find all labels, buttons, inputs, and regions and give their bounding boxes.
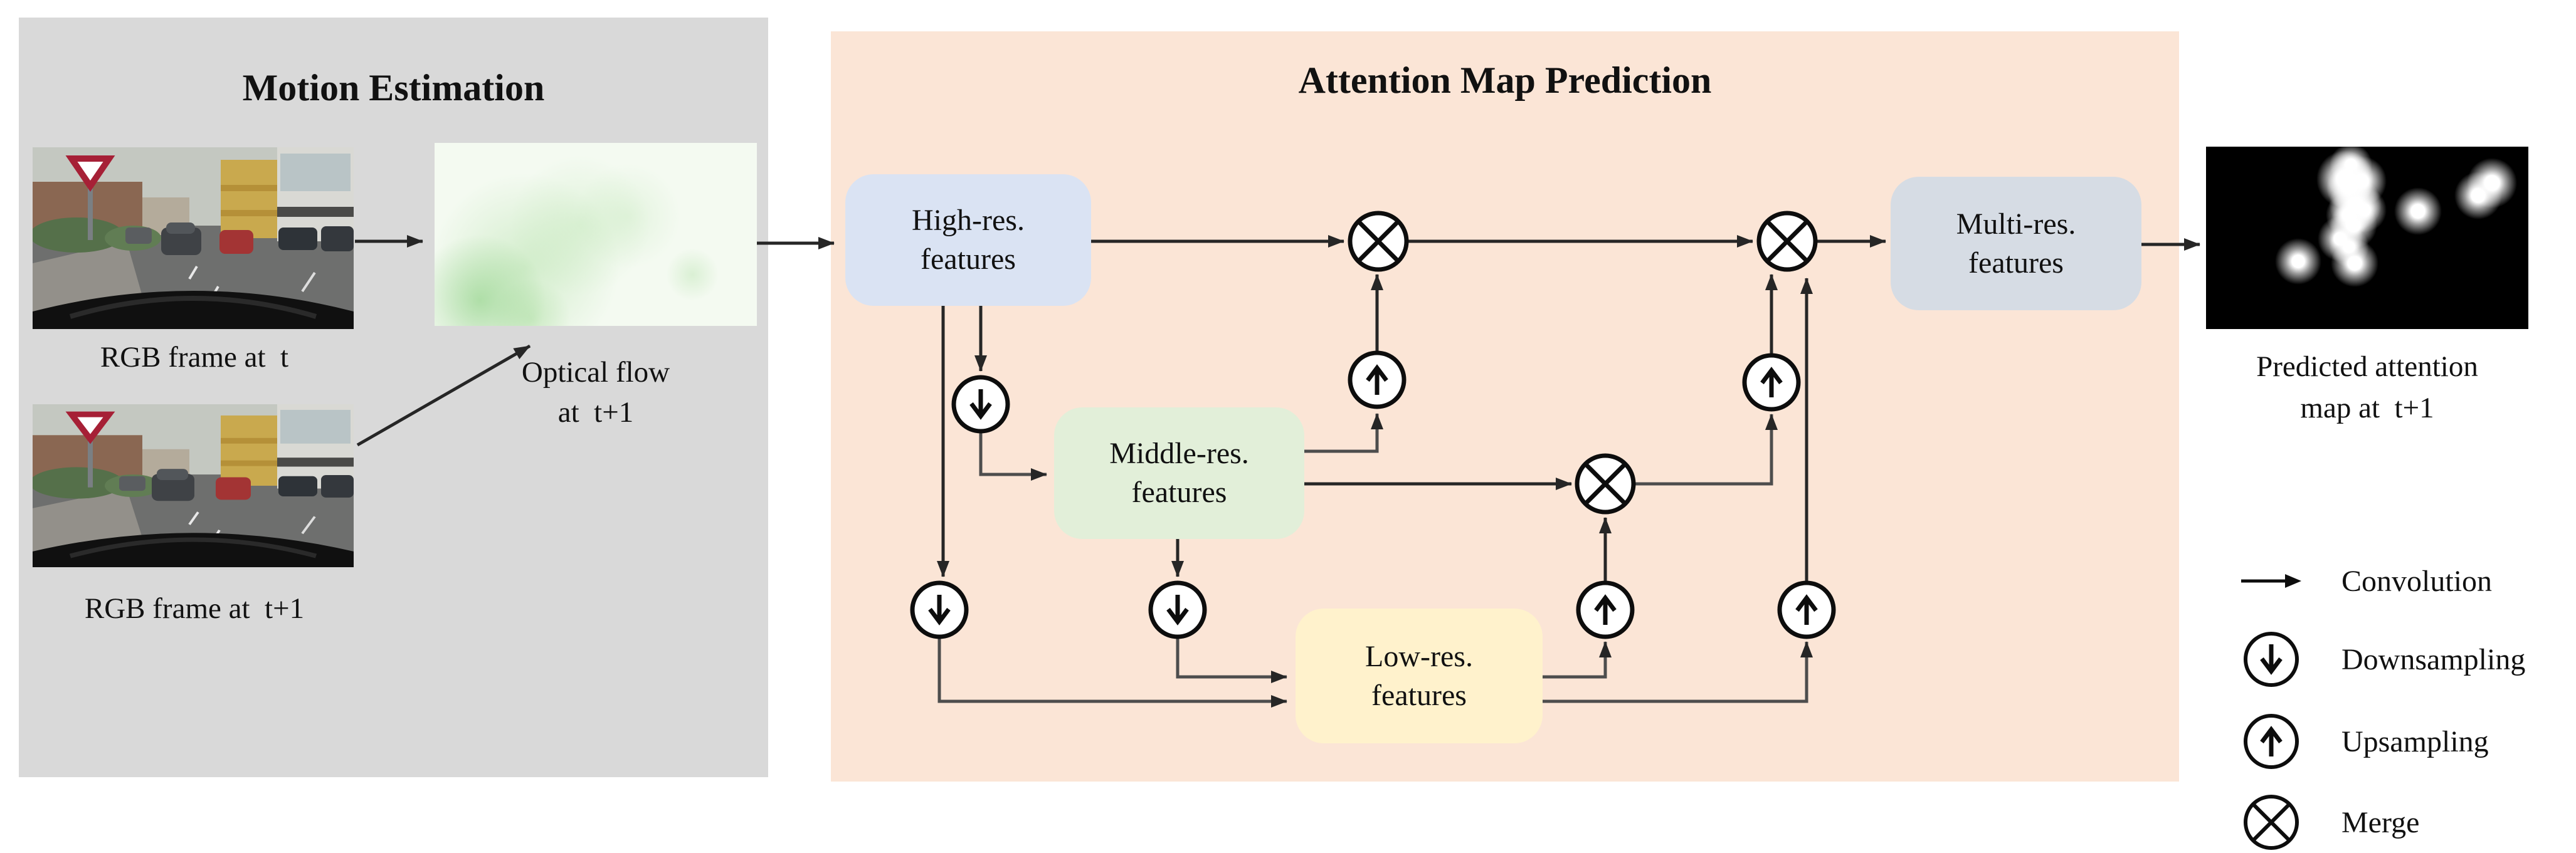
downsampling-node-1: [951, 375, 1010, 434]
optical-flow-caption: Optical flow at t+1: [521, 356, 670, 429]
legend-label-upsampling: Upsampling: [2341, 725, 2489, 758]
upsampling-icon: [2244, 714, 2299, 769]
legend-row-merge: Merge: [2240, 788, 2419, 853]
predicted-attention-map-caption: Predicted attention map at t+1: [2256, 350, 2478, 424]
rgb-frame-t-image: [33, 147, 354, 329]
multi-res-features-box: Multi-res. features: [1891, 177, 2141, 310]
edge-middle-res-to-up1: [1304, 413, 1383, 453]
low-res-features-box: Low-res. features: [1296, 609, 1543, 743]
legend-row-downsampling: Downsampling: [2240, 625, 2525, 694]
upsampling-node-2: [1576, 580, 1635, 639]
rgb-frame-t1-image: [33, 404, 354, 567]
edge-merge3-to-upmid: [1634, 414, 1778, 486]
legend-row-upsampling: Upsampling: [2240, 707, 2489, 776]
rgb-frame-t1-caption: RGB frame at t+1: [84, 592, 305, 625]
legend-label-downsampling: Downsampling: [2341, 642, 2526, 676]
merge-node-2: [1756, 211, 1818, 272]
legend-label-convolution: Convolution: [2341, 564, 2493, 598]
legend-row-convolution: Convolution: [2240, 547, 2492, 615]
middle-res-features-box: Middle-res. features: [1054, 407, 1304, 539]
merge-node-3: [1575, 453, 1636, 515]
upsampling-node-3: [1777, 580, 1836, 639]
merge-icon: [2244, 795, 2299, 850]
edge-down1-to-middle-res: [979, 432, 1047, 481]
upsampling-node-1: [1348, 350, 1407, 409]
merge-node-1: [1348, 211, 1409, 272]
high-res-features-box: High-res. features: [845, 174, 1091, 306]
edge-frame-t1-to-flow: [356, 344, 531, 447]
edge-down3-to-low-res: [1176, 637, 1287, 683]
predicted-attention-map-image: [2206, 147, 2528, 329]
edge-low-res-to-up2: [1543, 641, 1612, 679]
downsampling-icon: [2244, 632, 2299, 687]
optical-flow-image: [435, 143, 757, 326]
upsampling-node-mid: [1742, 353, 1801, 412]
attention-map-prediction-title: Attention Map Prediction: [1298, 60, 1712, 101]
rgb-frame-t-caption: RGB frame at t: [100, 341, 289, 374]
convolution-arrow-icon: [2241, 574, 2301, 588]
edge-low-res-to-up3: [1543, 641, 1813, 703]
edge-down2-to-low-res: [937, 637, 1287, 708]
legend-label-merge: Merge: [2341, 805, 2420, 839]
downsampling-node-3: [1148, 580, 1207, 639]
downsampling-node-2: [910, 580, 969, 639]
motion-estimation-title: Motion Estimation: [242, 67, 545, 108]
